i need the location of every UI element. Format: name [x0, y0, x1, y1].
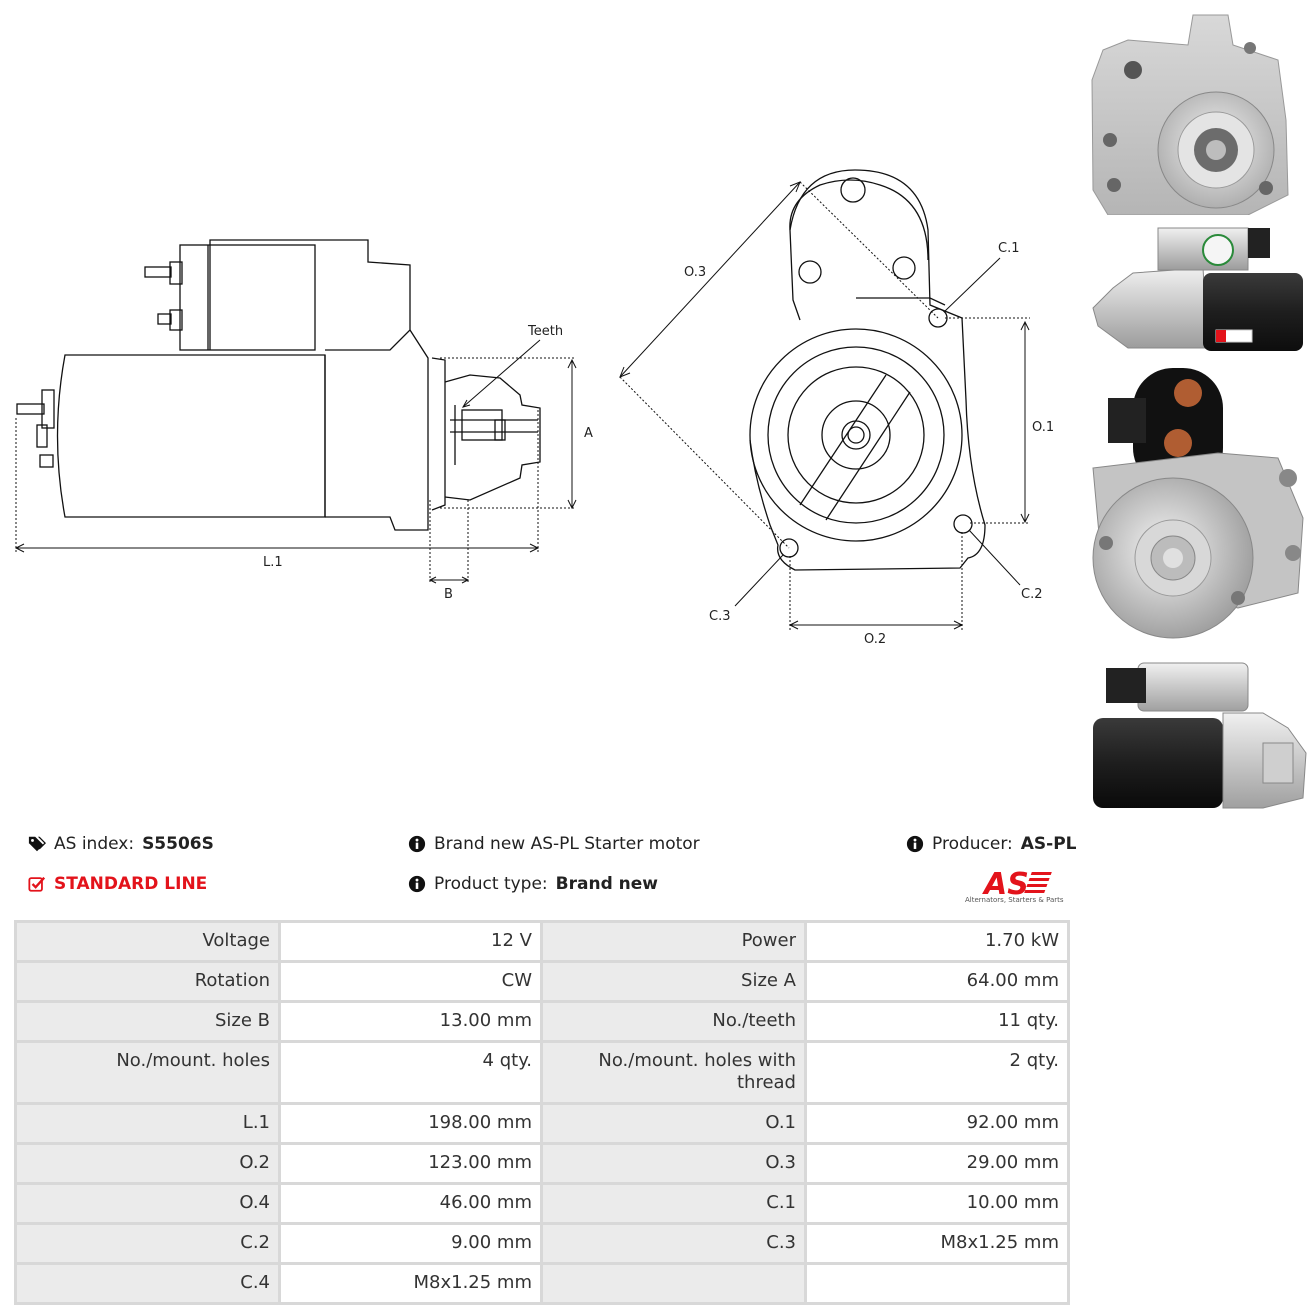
table-row: Rotation CW Size A 64.00 mm — [14, 960, 1070, 1003]
info-circle-icon — [408, 835, 426, 853]
table-row: L.1 198.00 mm O.1 92.00 mm — [14, 1102, 1070, 1145]
spec-value: 10.00 mm — [804, 1182, 1070, 1225]
as-pl-logo: AS — [982, 867, 1052, 902]
label-o3: O.3 — [684, 265, 706, 280]
spec-value: M8x1.25 mm — [278, 1262, 543, 1305]
spec-value: 9.00 mm — [278, 1222, 543, 1265]
spec-label: O.3 — [540, 1142, 807, 1185]
product-photo-angle[interactable] — [1088, 658, 1310, 813]
spec-label: No./mount. holes — [14, 1040, 281, 1105]
spec-value: 123.00 mm — [278, 1142, 543, 1185]
spec-value: 1.70 kW — [804, 920, 1070, 963]
label-o1: O.1 — [1032, 420, 1054, 435]
table-row: C.2 9.00 mm C.3 M8x1.25 mm — [14, 1222, 1070, 1265]
table-row: C.4 M8x1.25 mm — [14, 1262, 1070, 1305]
label-o2: O.2 — [864, 632, 886, 647]
producer-label: Producer: — [932, 834, 1013, 854]
standard-line-label: STANDARD LINE — [54, 874, 208, 894]
info-circle-icon — [906, 835, 924, 853]
check-square-icon — [28, 876, 46, 892]
spec-label: O.1 — [540, 1102, 807, 1145]
spec-value: 198.00 mm — [278, 1102, 543, 1145]
as-index-value: S5506S — [142, 834, 214, 854]
info-circle-icon — [408, 875, 426, 893]
product-photo-side[interactable] — [1088, 218, 1310, 358]
spec-value: 29.00 mm — [804, 1142, 1070, 1185]
logo-tagline: Alternators, Starters & Parts — [965, 896, 1064, 904]
table-row: O.4 46.00 mm C.1 10.00 mm — [14, 1182, 1070, 1225]
spec-value: CW — [278, 960, 543, 1003]
table-row: Size B 13.00 mm No./teeth 11 qty. — [14, 1000, 1070, 1043]
label-b: B — [444, 587, 453, 602]
spec-value: 13.00 mm — [278, 1000, 543, 1043]
spec-label: C.3 — [540, 1222, 807, 1265]
logo-text: AS — [982, 867, 1029, 902]
brand-description: Brand new AS-PL Starter motor — [408, 834, 700, 854]
spec-label — [540, 1262, 807, 1305]
product-type-label: Product type: — [434, 874, 548, 894]
spec-label: Size A — [540, 960, 807, 1003]
product-photo-rear[interactable] — [1088, 368, 1310, 648]
product-photo-front[interactable] — [1088, 10, 1310, 215]
table-row: No./mount. holes 4 qty. No./mount. holes… — [14, 1040, 1070, 1105]
spec-label: C.1 — [540, 1182, 807, 1225]
as-index: AS index: S5506S — [28, 834, 214, 854]
table-row: O.2 123.00 mm O.3 29.00 mm — [14, 1142, 1070, 1185]
tags-icon — [28, 836, 46, 852]
as-index-label: AS index: — [54, 834, 135, 854]
label-l1: L.1 — [263, 555, 283, 570]
product-info: AS index: S5506S STANDARD LINE Brand new… — [0, 826, 1080, 916]
product-type-value: Brand new — [555, 874, 658, 894]
technical-drawings: Teeth A B L.1 — [14, 169, 1054, 647]
spec-value: 92.00 mm — [804, 1102, 1070, 1145]
side-view-drawing: Teeth A B L.1 — [14, 169, 1054, 647]
product-type: Product type: Brand new — [408, 874, 658, 894]
brand-text: Brand new AS-PL Starter motor — [434, 834, 700, 854]
spec-label: C.4 — [14, 1262, 281, 1305]
label-a: A — [584, 426, 593, 441]
label-c2: C.2 — [1021, 587, 1042, 602]
spec-label: Size B — [14, 1000, 281, 1043]
spec-value: 46.00 mm — [278, 1182, 543, 1225]
spec-label: Rotation — [14, 960, 281, 1003]
table-row: Voltage 12 V Power 1.70 kW — [14, 920, 1070, 963]
label-c3: C.3 — [709, 609, 730, 624]
front-view-drawing — [749, 169, 986, 571]
spec-value: 12 V — [278, 920, 543, 963]
label-c1: C.1 — [998, 241, 1019, 256]
producer: Producer: AS-PL — [906, 834, 1077, 854]
spec-label: No./teeth — [540, 1000, 807, 1043]
spec-label: O.4 — [14, 1182, 281, 1225]
spec-label: Power — [540, 920, 807, 963]
spec-label: C.2 — [14, 1222, 281, 1265]
product-line: STANDARD LINE — [28, 874, 207, 894]
spec-label: No./mount. holes with thread — [540, 1040, 807, 1105]
label-teeth: Teeth — [527, 324, 563, 339]
spec-label: O.2 — [14, 1142, 281, 1185]
spec-label: Voltage — [14, 920, 281, 963]
spec-value — [804, 1262, 1070, 1305]
spec-value: M8x1.25 mm — [804, 1222, 1070, 1265]
spec-value: 11 qty. — [804, 1000, 1070, 1043]
producer-value: AS-PL — [1020, 834, 1077, 854]
spec-value: 64.00 mm — [804, 960, 1070, 1003]
spec-label: L.1 — [14, 1102, 281, 1145]
spec-value: 4 qty. — [278, 1040, 543, 1105]
spec-value: 2 qty. — [804, 1040, 1070, 1105]
specifications-table: Voltage 12 V Power 1.70 kW Rotation CW S… — [14, 920, 1070, 1305]
